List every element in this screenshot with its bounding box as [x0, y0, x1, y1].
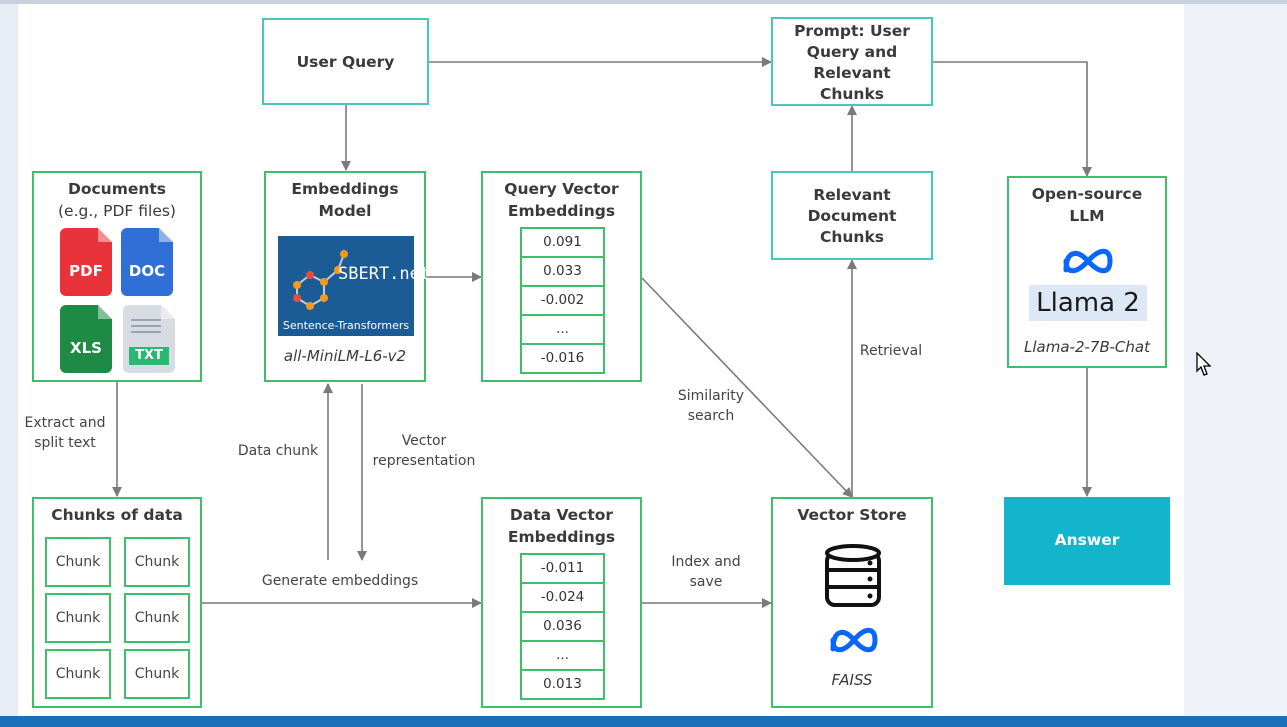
chunk-item: Chunk [45, 649, 111, 699]
query-vector-cell: -0.016 [520, 343, 605, 374]
answer-box: Answer [1004, 497, 1170, 585]
sbert-logo-text: SBERT.net [338, 264, 431, 284]
txt-file-icon: TXT [123, 305, 175, 373]
documents-box: Documents (e.g., PDF files) PDF DOC XLS … [32, 171, 202, 382]
embeddings-model-title-1: Embeddings [291, 180, 399, 198]
chunk-item: Chunk [45, 537, 111, 587]
chunk-item: Chunk [45, 593, 111, 643]
user-query-box: User Query [262, 18, 429, 105]
documents-subtitle: (e.g., PDF files) [58, 202, 176, 220]
mouse-cursor-icon [1196, 352, 1212, 376]
query-vector-cell: 0.091 [520, 227, 605, 258]
sbert-logo-caption: Sentence-Transformers [282, 319, 410, 332]
data-vector-cell: 0.013 [520, 669, 605, 700]
database-icon [825, 544, 881, 607]
vector-store-box: Vector Store FAISS [771, 497, 933, 708]
txt-icon-label: TXT [129, 347, 169, 365]
xls-icon-label: XLS [70, 339, 102, 357]
user-query-title: User Query [296, 53, 395, 71]
chunk-item: Chunk [124, 593, 190, 643]
meta-logo-icon [1063, 248, 1113, 274]
prompt-box: Prompt: User Query and Relevant Chunks [771, 17, 933, 106]
data-vector-cell: -0.024 [520, 582, 605, 613]
prompt-line-1: Prompt: User [794, 22, 910, 40]
sbert-logo: SBERT.net Sentence-Transformers [278, 236, 430, 336]
llm-title-1: Open-source [1031, 185, 1143, 203]
llm-title-2: LLM [1069, 207, 1105, 225]
embeddings-model-title-2: Model [318, 202, 372, 220]
chunk-item: Chunk [124, 649, 190, 699]
label-retrieval: Retrieval [859, 343, 923, 359]
label-generate-embeddings: Generate embeddings [261, 573, 419, 589]
molecule-icon [293, 250, 348, 310]
pdf-icon-label: PDF [69, 262, 103, 280]
relevant-chunks-line-2: Document [807, 207, 897, 225]
chunks-of-data-box: Chunks of data Chunk Chunk Chunk Chunk C… [32, 497, 202, 708]
label-index-2: save [689, 574, 723, 590]
vector-store-title: Vector Store [797, 506, 907, 524]
llama-badge: Llama 2 [1029, 285, 1147, 321]
prompt-line-4: Chunks [819, 85, 884, 103]
label-vector-rep-1: Vector [401, 433, 447, 449]
arrow-prompt-to-llm [933, 61, 1092, 177]
query-vector-cell: -0.002 [520, 285, 605, 316]
data-vector-cell: ... [520, 640, 605, 671]
data-vector-box: Data Vector Embeddings -0.011 -0.024 0.0… [481, 497, 642, 708]
data-vector-cell: -0.011 [520, 553, 605, 584]
query-vector-cell: ... [520, 314, 605, 345]
documents-title: Documents [67, 180, 167, 198]
data-vector-title-1: Data Vector [509, 506, 614, 524]
query-vector-title-1: Query Vector [504, 180, 619, 198]
query-vector-box: Query Vector Embeddings 0.091 0.033 -0.0… [481, 171, 642, 382]
embeddings-model-box: Embeddings Model SBERT.net Sentence-Tran… [264, 171, 430, 382]
pdf-file-icon: PDF [60, 228, 112, 296]
data-vector-title-2: Embeddings [507, 528, 616, 546]
label-extract-2: split text [34, 435, 96, 451]
embeddings-model-name: all-MiniLM-L6-v2 [283, 347, 407, 365]
window-top-edge [0, 0, 1287, 4]
arrow-similarity-search [641, 277, 853, 498]
chunks-title: Chunks of data [51, 506, 183, 524]
query-vector-title-2: Embeddings [507, 202, 616, 220]
relevant-chunks-line-1: Relevant [813, 186, 891, 204]
meta-logo-icon [830, 627, 878, 653]
chunk-item: Chunk [124, 537, 190, 587]
taskbar [0, 716, 1287, 727]
xls-file-icon: XLS [60, 305, 112, 373]
doc-icon-label: DOC [128, 262, 166, 280]
label-similarity-2: search [687, 408, 735, 424]
vector-store-caption: FAISS [831, 671, 873, 689]
data-vector-cell: 0.036 [520, 611, 605, 642]
label-similarity-1: Similarity [677, 388, 745, 404]
relevant-chunks-box: Relevant Document Chunks [771, 171, 933, 260]
prompt-line-3: Relevant [813, 64, 891, 82]
relevant-chunks-line-3: Chunks [819, 228, 884, 246]
llm-model-name: Llama-2-7B-Chat [1024, 338, 1150, 356]
prompt-line-2: Query and [806, 43, 898, 61]
answer-label: Answer [1054, 531, 1120, 549]
label-data-chunk: Data chunk [237, 443, 319, 459]
doc-file-icon: DOC [121, 228, 173, 296]
llm-box: Open-source LLM Llama 2 Llama-2-7B-Chat [1007, 176, 1167, 368]
label-extract-1: Extract and [24, 415, 106, 431]
label-index-1: Index and [671, 554, 741, 570]
label-vector-rep-2: representation [372, 453, 476, 469]
query-vector-cell: 0.033 [520, 256, 605, 287]
